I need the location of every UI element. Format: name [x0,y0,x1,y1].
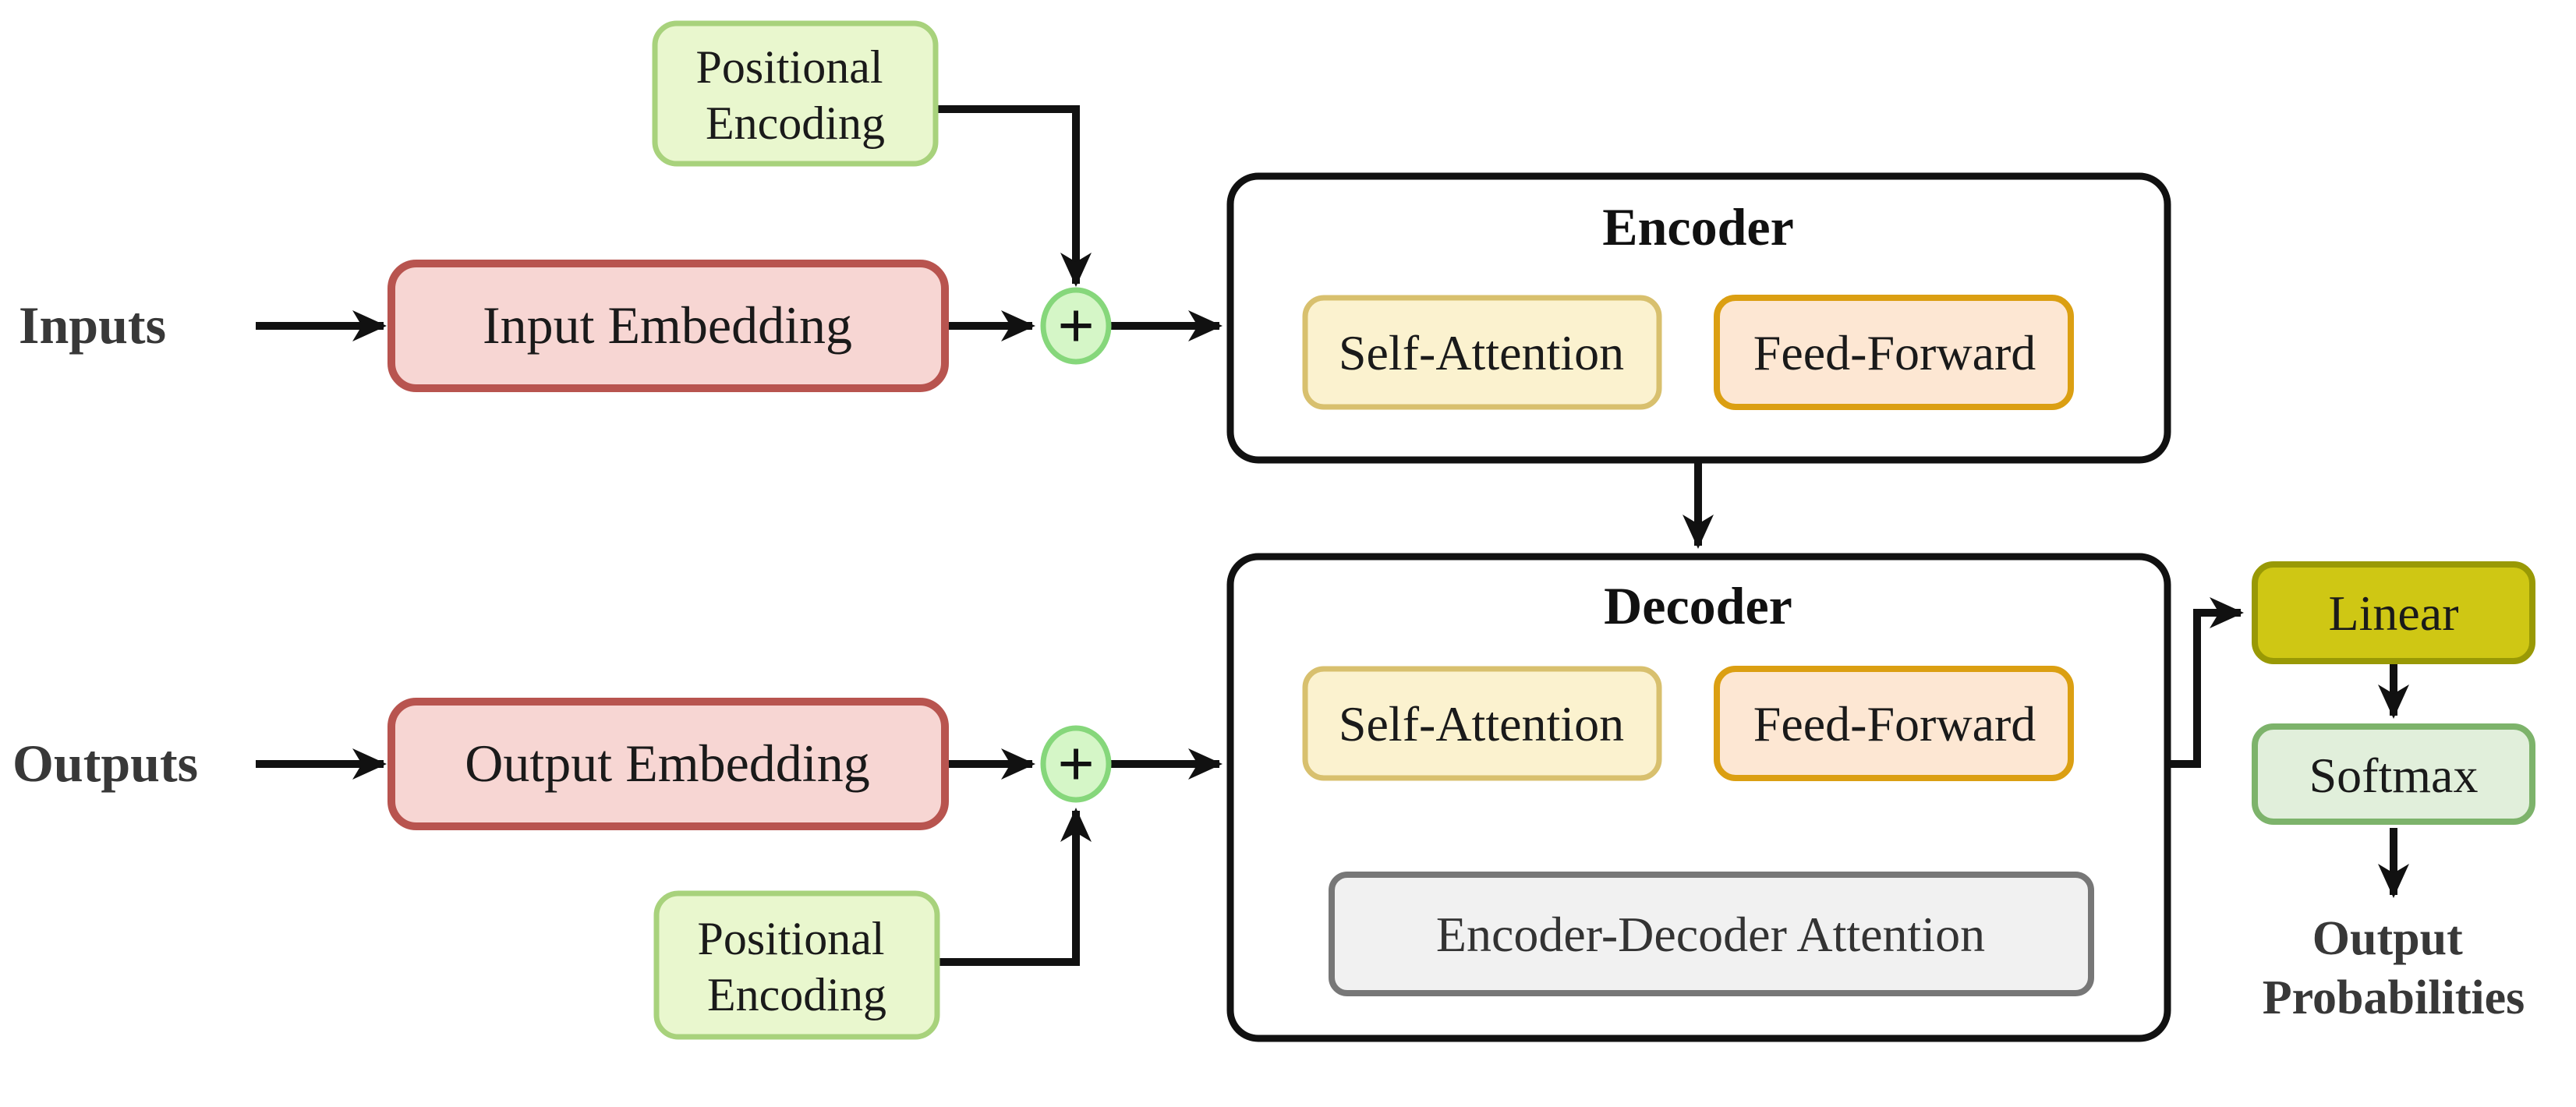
input-embedding-box [387,260,949,392]
decoder-self-attention-label: Self-Attention [1339,696,1624,752]
encoder-decoder-attention-box [1329,872,2094,996]
positional-encoding-top-box [652,20,939,167]
output-embedding-label: Output Embedding [465,734,869,793]
softmax-label: Softmax [2309,748,2479,803]
softmax-box [2252,723,2535,825]
encoder-self-attention-label: Self-Attention [1339,325,1624,380]
linear-label: Linear [2329,585,2459,641]
arrow-decoder-to-linear [2167,597,2244,768]
decoder-feed-forward-box [1714,666,2074,781]
encoder-feed-forward-box [1714,295,2074,410]
plus-bottom-circle [1040,725,1112,803]
linear-box [2252,561,2535,664]
arrow-positional-encoding-top-to-plus [936,105,1092,287]
arrow-positional-encoding-bottom-to-plus [937,808,1092,966]
outputs-label: Outputs [12,734,198,793]
positional-encoding-bottom-box [653,890,940,1040]
positional-encoding-top-label: Positional Encoding [695,41,894,149]
output-probabilities-label: Output Probabilities [2263,912,2525,1024]
decoder-self-attention-box [1302,666,1662,781]
decoder-feed-forward-label: Feed-Forward [1753,696,2036,752]
encoder-decoder-attention-label: Encoder-Decoder Attention [1436,907,1985,962]
inputs-label: Inputs [19,295,166,355]
input-embedding-label: Input Embedding [483,295,852,355]
plus-top-circle [1040,287,1112,365]
decoder-title: Decoder [1604,576,1792,635]
positional-encoding-bottom-label: Positional Encoding [697,913,896,1020]
output-embedding-box [387,698,949,830]
encoder-self-attention-box [1302,295,1662,410]
plus-bottom-icon: + [1057,728,1095,801]
encoder-title: Encoder [1602,197,1794,256]
plus-top-icon: + [1057,290,1095,363]
encoder-feed-forward-label: Feed-Forward [1753,325,2036,380]
